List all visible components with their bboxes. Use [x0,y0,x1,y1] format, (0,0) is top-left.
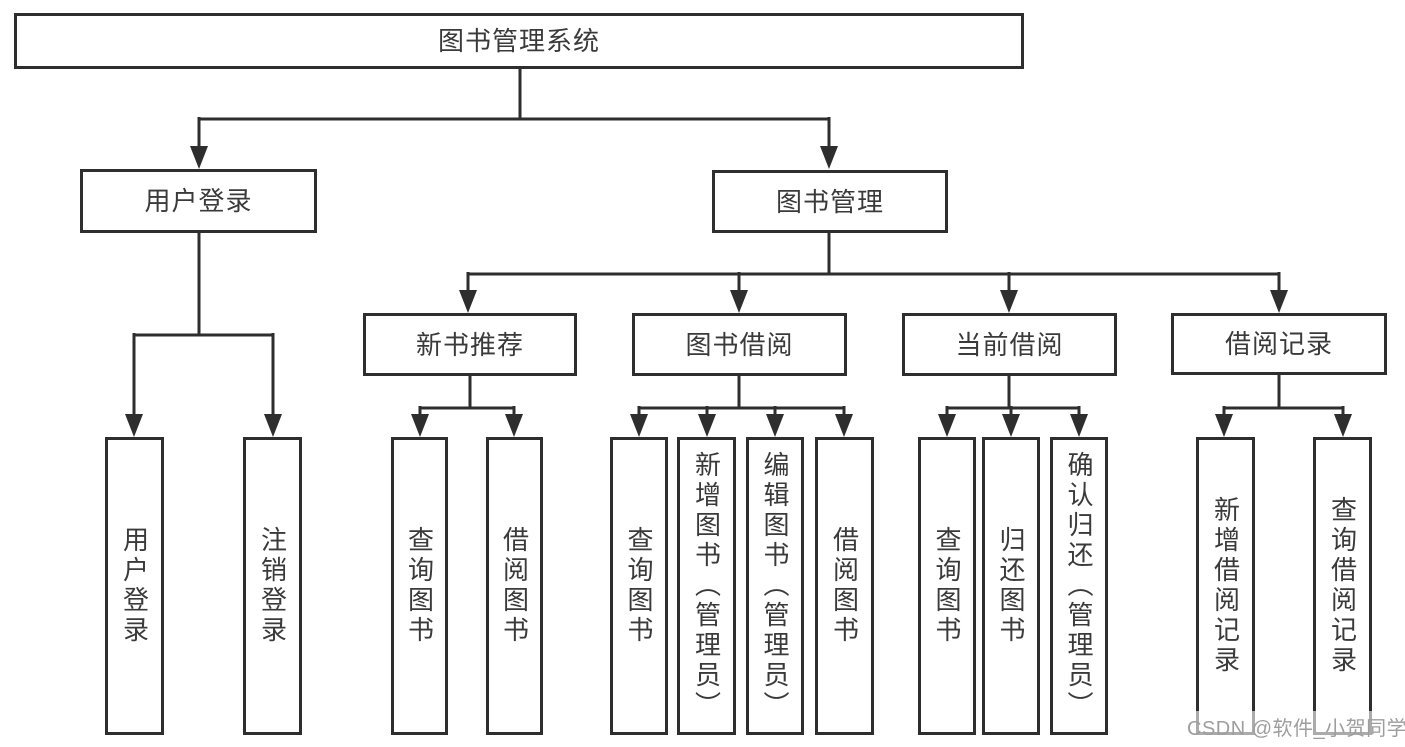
connector-root-to-level2 [197,69,831,150]
arrowhead [630,414,648,437]
arrowhead [698,414,716,437]
connector-user-login-branch [132,233,275,418]
node-root: 图书管理系统 [14,13,1024,69]
arrowhead [411,414,429,437]
leaf-newbooks-borrow-book: 借阅图书 [486,437,543,735]
leaf-records-add-record: 新增借阅记录 [1196,437,1255,735]
arrowhead [125,414,143,437]
leaf-borrow-add-book-admin: 新增图书（管理员） [677,437,736,735]
arrowhead [730,290,748,313]
arrowhead [1334,414,1352,437]
leaf-current-confirm-return-admin: 确认归还（管理员） [1050,437,1108,735]
arrowhead [1002,414,1020,437]
leaf-user-login: 用户登录 [105,437,164,735]
node-borrow-records: 借阅记录 [1171,313,1387,375]
connector-records-branch [1222,375,1345,418]
arrowhead [835,414,853,437]
arrowhead [459,290,477,313]
node-user-login: 用户登录 [80,169,317,233]
arrowhead [264,414,282,437]
node-book-borrow: 图书借阅 [632,313,847,376]
leaf-logout: 注销登录 [243,437,302,735]
node-book-management: 图书管理 [712,170,948,233]
connector-book-mgmt-branch [466,233,1281,294]
arrowhead [190,146,208,169]
arrowhead [820,146,838,169]
arrowhead [1000,290,1018,313]
arrowhead [1270,290,1288,313]
leaf-current-query-book: 查询图书 [918,437,976,735]
arrowhead [766,414,784,437]
csdn-watermark: CSDN @软件_小贺同学 [1184,711,1405,742]
node-current-borrow: 当前借阅 [902,313,1117,376]
leaf-borrow-query-book: 查询图书 [610,437,668,735]
leaf-records-query-record: 查询借阅记录 [1313,437,1372,735]
arrowhead [1070,414,1088,437]
connector-new-books-branch [418,376,516,418]
leaf-borrow-borrow-book: 借阅图书 [815,437,874,735]
node-new-book-recommend: 新书推荐 [363,313,577,376]
arrowhead [1215,414,1233,437]
connector-current-borrow-branch [945,376,1081,418]
leaf-borrow-edit-book-admin: 编辑图书（管理员） [746,437,804,735]
leaf-newbooks-query-book: 查询图书 [391,437,448,735]
arrowhead [505,414,523,437]
leaf-current-return-book: 归还图书 [982,437,1040,735]
connector-book-borrow-branch [637,376,846,418]
arrowhead [938,414,956,437]
